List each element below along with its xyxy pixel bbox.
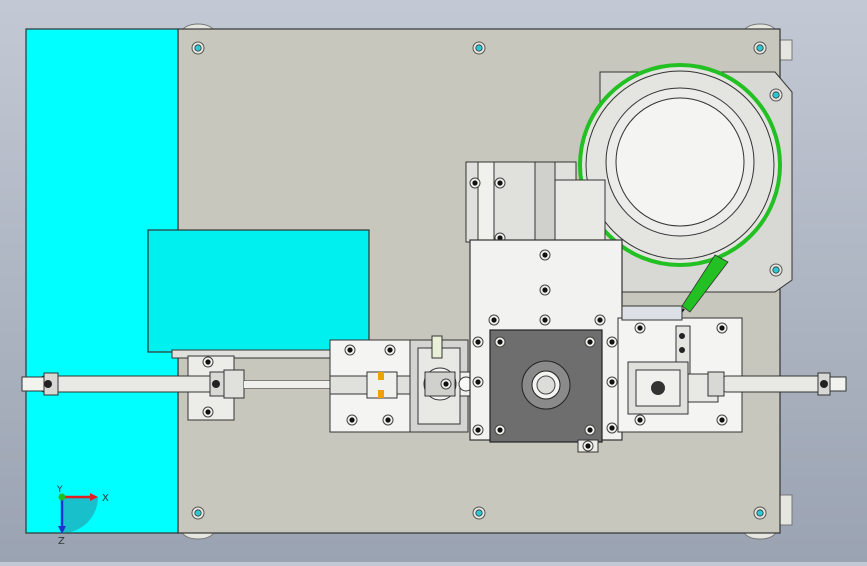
coil-feeder[interactable]	[578, 63, 793, 379]
y-axis-marker	[58, 493, 66, 501]
upper-slide-blocks[interactable]	[465, 161, 606, 244]
x-axis-label: X	[102, 493, 109, 504]
right-slide-assembly[interactable]	[617, 305, 743, 433]
y-axis-label: Y	[56, 485, 63, 495]
z-axis-label: Z	[58, 536, 65, 547]
cyan-box[interactable]	[147, 229, 371, 360]
left-cylinder[interactable]	[21, 355, 330, 421]
right-cylinder[interactable]	[707, 371, 847, 397]
center-block[interactable]	[469, 239, 623, 453]
coordinate-triad: X Y Z	[56, 485, 109, 547]
left-slide-assembly[interactable]	[329, 335, 487, 433]
